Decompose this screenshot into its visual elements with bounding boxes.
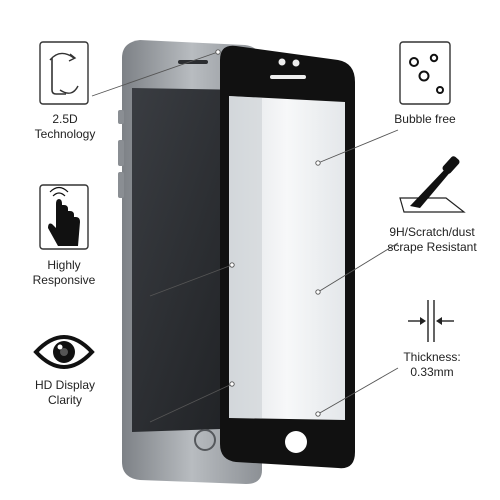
feature-hardness-line1: 9H/Scratch/dust bbox=[389, 225, 475, 239]
eye-icon bbox=[33, 335, 95, 369]
feature-responsive-line1: Highly bbox=[47, 258, 81, 272]
screen-protector bbox=[220, 45, 355, 469]
feature-bubble-line1: Bubble free bbox=[394, 112, 456, 126]
feature-tech-line1: 2.5D bbox=[52, 112, 78, 126]
feature-hardness-line2: scrape Resistant bbox=[387, 240, 477, 254]
feature-thickness: Thickness: 0.33mm bbox=[390, 350, 474, 380]
feature-responsive-line2: Responsive bbox=[32, 273, 96, 287]
feature-thickness-line2: 0.33mm bbox=[410, 365, 454, 379]
bubbles-icon bbox=[399, 41, 451, 105]
curved-edge-icon bbox=[39, 41, 89, 105]
feature-hd-line1: HD Display bbox=[34, 378, 95, 392]
touch-hand-icon bbox=[39, 184, 89, 250]
feature-hd: HD Display Clarity bbox=[20, 378, 110, 408]
feature-bubble: Bubble free bbox=[385, 112, 465, 127]
knife-icon bbox=[399, 156, 466, 213]
thickness-arrows-icon bbox=[408, 300, 454, 342]
feature-hardness: 9H/Scratch/dust scrape Resistant bbox=[380, 225, 484, 255]
feature-responsive: Highly Responsive bbox=[24, 258, 104, 288]
feature-tech-line2: Technology bbox=[34, 127, 96, 141]
feature-thickness-line1: Thickness: bbox=[403, 350, 461, 364]
feature-tech: 2.5D Technology bbox=[30, 112, 100, 142]
pointer-lines bbox=[91, 49, 399, 423]
feature-hd-line2: Clarity bbox=[47, 393, 82, 407]
